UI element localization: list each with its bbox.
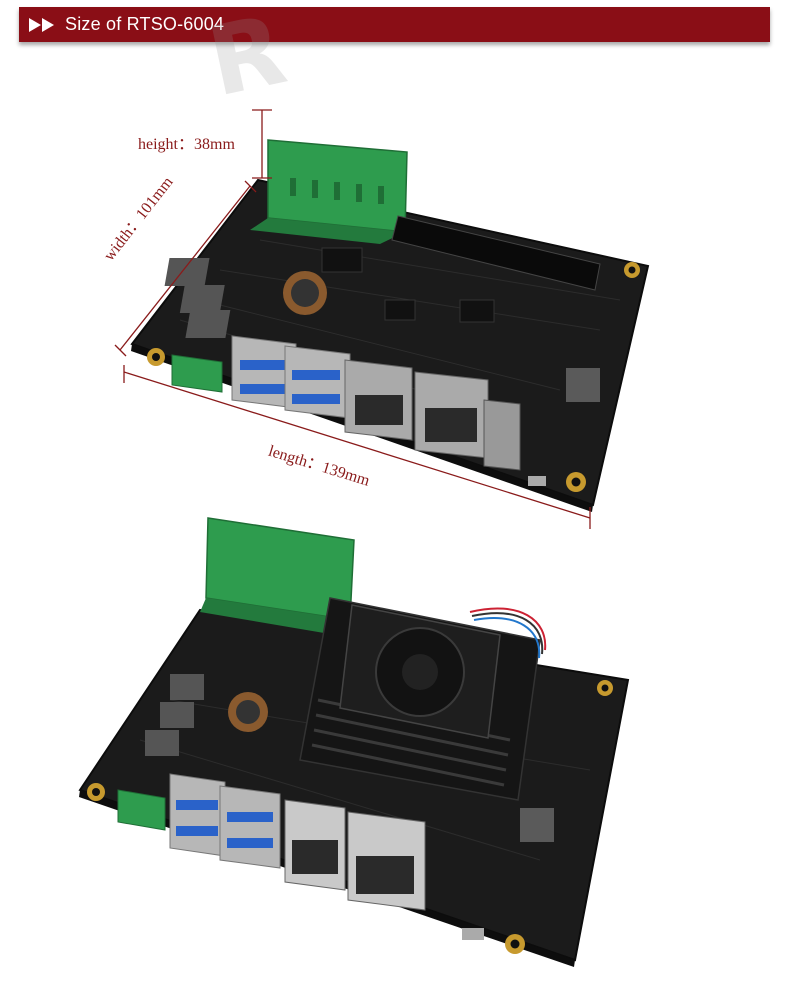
board-top-image: [114, 109, 650, 529]
section-title: Size of RTSO-6004: [65, 14, 225, 34]
section-header: Size of RTSO-6004: [19, 7, 770, 42]
double-arrow-icon: [29, 17, 55, 32]
board-bottom-image: [78, 517, 630, 967]
height-label: height：38mm: [138, 136, 235, 153]
